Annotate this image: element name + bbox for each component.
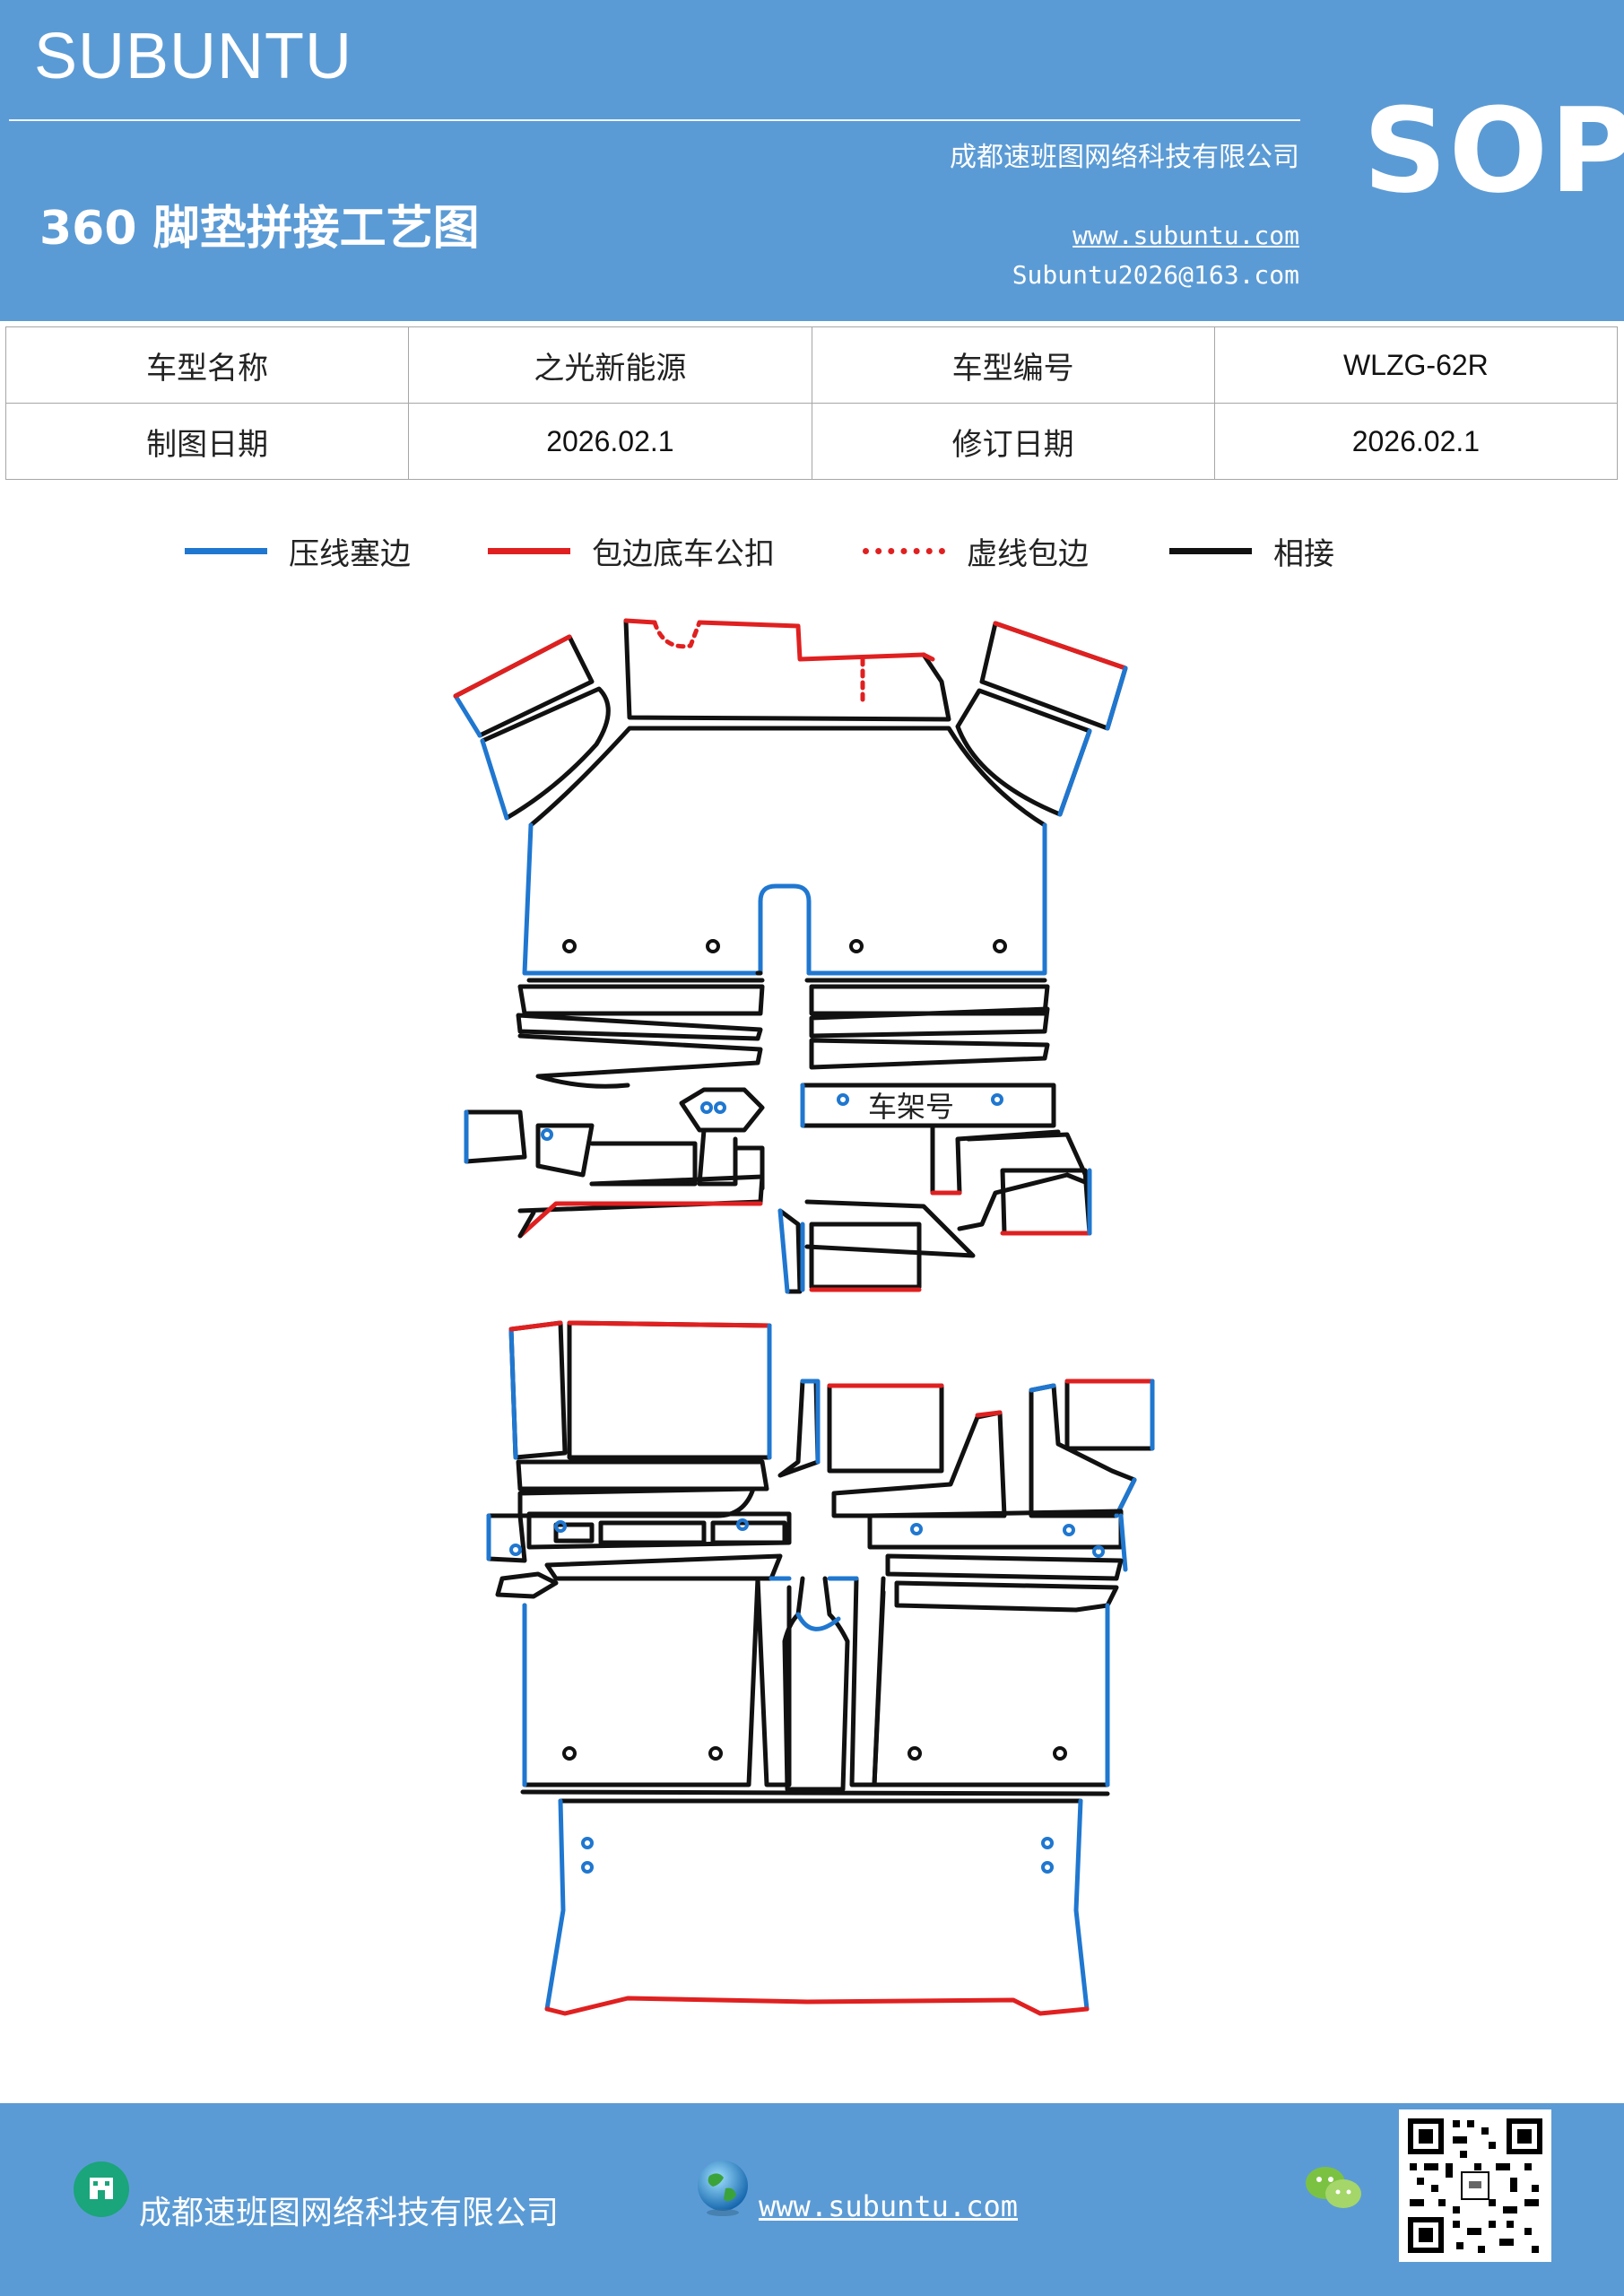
brand-name: SUBUNTU	[34, 21, 353, 92]
value-drawing-date: 2026.02.1	[408, 403, 812, 480]
legend-item: 压线塞边	[185, 524, 411, 578]
globe-icon	[698, 2161, 748, 2216]
black-line-swatch	[1169, 547, 1252, 554]
legend-label: 相接	[1273, 535, 1334, 572]
line-legend: 压线塞边 包边底车公扣 虚线包边 相接	[0, 524, 1624, 578]
red-dotted-swatch	[863, 547, 945, 554]
legend-label: 压线塞边	[289, 535, 411, 572]
blue-line-swatch	[185, 547, 267, 554]
label-model-name: 车型名称	[4, 326, 410, 404]
red-line-swatch	[488, 547, 570, 554]
label-drawing-date: 制图日期	[4, 403, 410, 480]
sop-badge: SOP	[1363, 83, 1624, 219]
rear-upper-left	[508, 1320, 772, 1518]
legend-label: 包边底车公扣	[592, 535, 775, 572]
value-model-code: WLZG-62R	[1213, 326, 1619, 404]
value-revision-date: 2026.02.1	[1213, 403, 1619, 480]
header-divider	[9, 119, 1300, 121]
mount-holes	[562, 939, 1067, 1761]
document-title: 360 脚垫拼接工艺图	[39, 202, 480, 256]
front-center-top	[623, 618, 951, 722]
email-address: Subuntu2026@163.com	[1012, 260, 1299, 290]
rear-upper-middle	[777, 1378, 1007, 1518]
rear-main-floor	[520, 1576, 1110, 1796]
qr-code[interactable]	[1399, 2109, 1551, 2262]
floor-mat-splice-diagram: 车架号	[453, 618, 1155, 2016]
footer-website-link[interactable]: www.subuntu.com	[759, 2189, 1018, 2223]
vehicle-info-table: 车型名称 之光新能源 车型编号 WLZG-62R 制图日期 2026.02.1 …	[4, 326, 1619, 480]
label-model-code: 车型编号	[811, 326, 1215, 404]
table-row: 制图日期 2026.02.1 修订日期 2026.02.1	[4, 403, 1619, 480]
website-link[interactable]: www.subuntu.com	[1073, 221, 1299, 250]
legend-item: 虚线包边	[863, 524, 1089, 578]
value-model-name: 之光新能源	[408, 326, 812, 404]
building-icon	[74, 2161, 129, 2217]
rear-bottom-panel	[544, 1798, 1090, 2016]
clip-holes	[509, 1093, 1105, 1874]
legend-item: 相接	[1169, 524, 1334, 578]
front-left-lower	[464, 1087, 765, 1239]
front-strips	[516, 984, 1050, 1089]
front-right-wing	[955, 621, 1128, 817]
legend-item: 包边底车公扣	[488, 524, 775, 578]
front-right-lower	[777, 1083, 1092, 1294]
header-banner: SUBUNTU 成都速班图网络科技有限公司 360 脚垫拼接工艺图 www.su…	[0, 0, 1624, 321]
table-row: 车型名称 之光新能源 车型编号 WLZG-62R	[4, 326, 1619, 404]
front-main-floor	[522, 726, 1047, 983]
label-revision-date: 修订日期	[811, 403, 1215, 480]
rear-mid-strips	[486, 1509, 1128, 1613]
wechat-icon	[1306, 2167, 1361, 2208]
front-left-wing	[453, 634, 611, 821]
footer-company-name: 成都速班图网络科技有限公司	[139, 2195, 560, 2231]
company-name: 成都速班图网络科技有限公司	[950, 142, 1299, 173]
legend-label: 虚线包边	[967, 535, 1089, 572]
vin-label: 车架号	[868, 1090, 954, 1124]
rear-upper-right	[1029, 1378, 1155, 1518]
